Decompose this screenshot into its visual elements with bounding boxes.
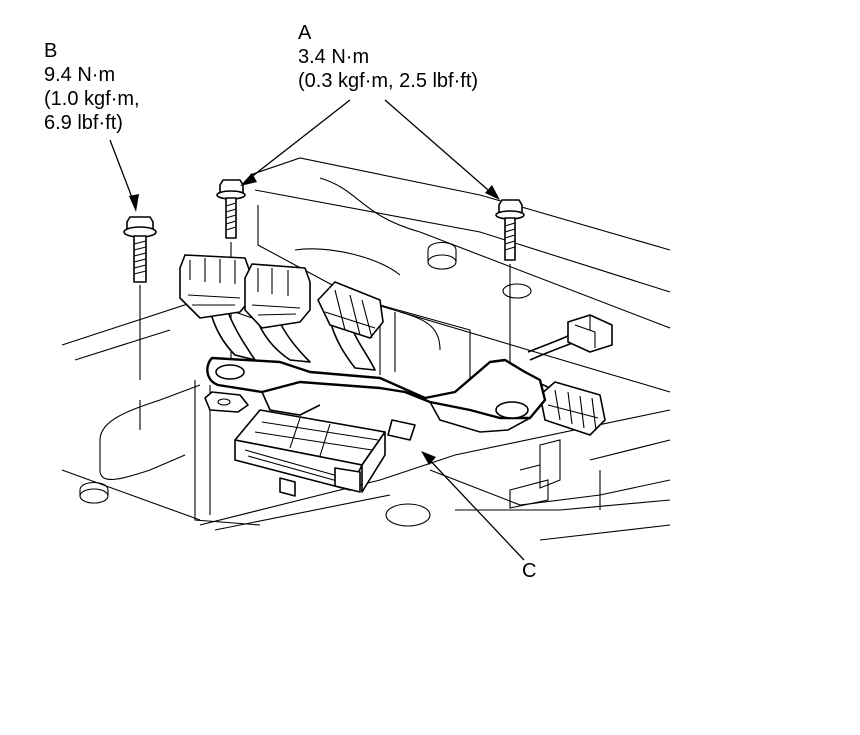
leader-arrowheads <box>129 173 500 465</box>
connector-right-upper-icon <box>567 314 613 353</box>
connector-2-icon <box>244 263 311 329</box>
callout-b-letter: B <box>44 40 58 62</box>
leader-lines <box>109 99 525 561</box>
main-connector-block-icon <box>234 409 416 497</box>
callout-a-letter: A <box>298 22 312 44</box>
callout-c-letter: C <box>522 560 537 582</box>
callout-c: C <box>522 559 536 583</box>
transmission-case <box>61 157 671 541</box>
bolt-b-icon <box>123 216 157 283</box>
harness-bracket-c <box>204 356 547 433</box>
callout-a-torque: 3.4 N·m <box>298 46 370 68</box>
callout-b-torque-alt-1: (1.0 kgf·m, <box>44 88 140 110</box>
callout-b-torque-alt-2: 6.9 lbf·ft) <box>44 112 123 134</box>
callout-a: A 3.4 N·m (0.3 kgf·m, 2.5 lbf·ft) <box>298 21 478 93</box>
callout-b: B 9.4 N·m (1.0 kgf·m, 6.9 lbf·ft) <box>44 39 140 135</box>
connector-3-icon <box>317 281 384 339</box>
bolt-a-left-icon <box>216 179 246 239</box>
callout-a-torque-alt: (0.3 kgf·m, 2.5 lbf·ft) <box>298 70 479 92</box>
bolt-a-right-icon <box>495 199 525 261</box>
connector-1-icon <box>179 254 251 319</box>
callout-b-torque: 9.4 N·m <box>44 64 116 86</box>
connector-right-lower-icon <box>539 381 606 436</box>
harness-wires <box>209 309 576 396</box>
